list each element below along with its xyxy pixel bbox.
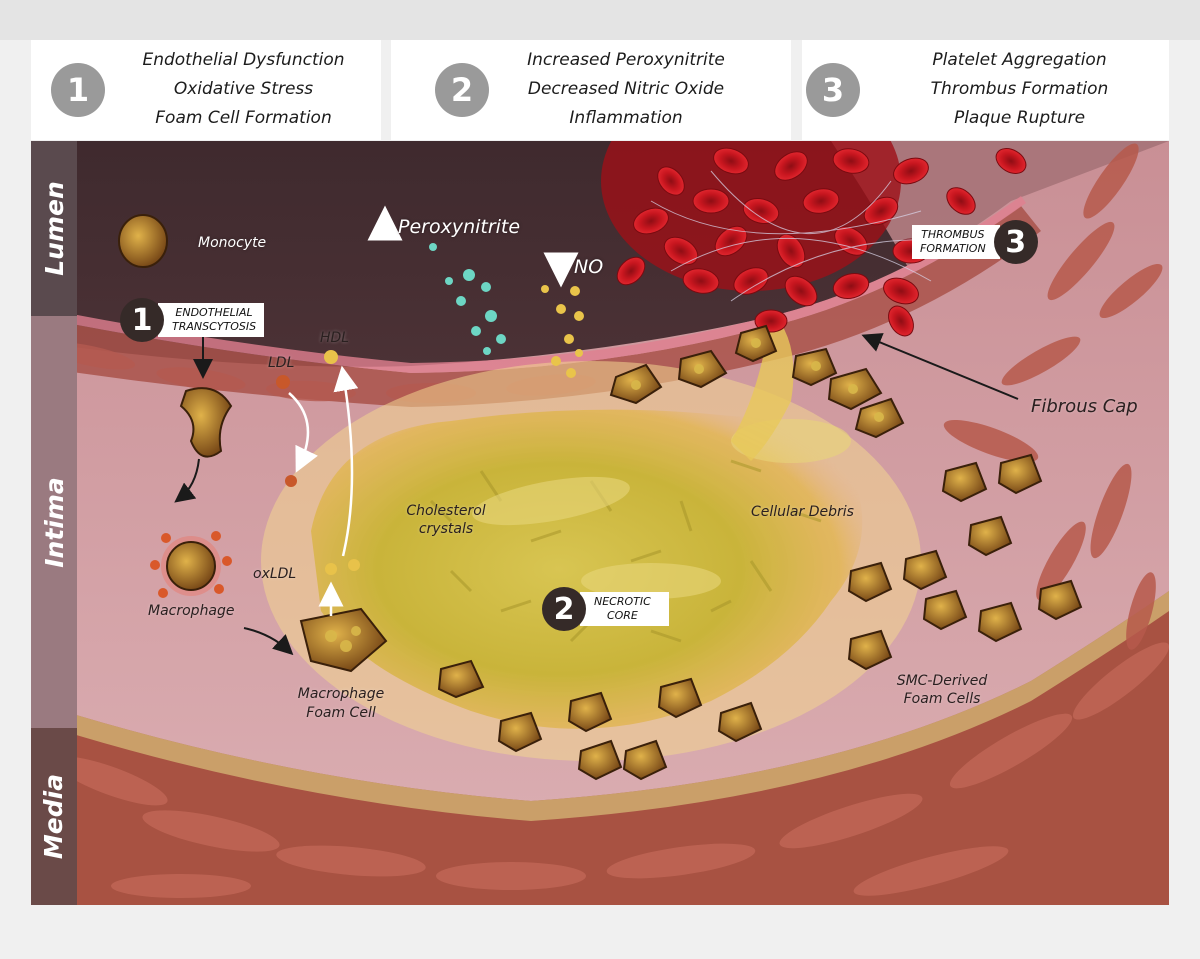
necrotic-core-callout-text: NECROTIC CORE bbox=[580, 592, 669, 626]
top-bar bbox=[0, 0, 1200, 40]
transcytosis-callout: 1 ENDOTHELIAL TRANSCYTOSIS bbox=[120, 298, 265, 342]
macrophage-foam-cell-label-line-1: Macrophage bbox=[297, 686, 385, 702]
step-3-line-3: Plaque Rupture bbox=[953, 108, 1086, 128]
fibrous-cap-arrow bbox=[861, 333, 1019, 400]
step-1-line-3: Foam Cell Formation bbox=[155, 108, 332, 128]
arrow-to-foam-cell bbox=[243, 627, 294, 656]
step-3-line-1: Platelet Aggregation bbox=[932, 50, 1107, 70]
macrophage-foam-cell-label: Macrophage Foam Cell bbox=[298, 685, 385, 723]
step-2-line-3: Inflammation bbox=[569, 108, 683, 128]
transcytosing-monocyte bbox=[179, 387, 233, 458]
ldl-particle bbox=[276, 375, 290, 389]
ldl-label: LDL bbox=[268, 355, 295, 371]
necrotic-core-callout-line-1: NECROTIC bbox=[594, 595, 651, 608]
region-label-intima: Intima bbox=[39, 476, 69, 568]
transcytosis-callout-text: ENDOTHELIAL TRANSCYTOSIS bbox=[158, 303, 265, 337]
no-particles bbox=[541, 285, 584, 378]
arrow-to-macrophage bbox=[174, 458, 200, 503]
step-2-line-1: Increased Peroxynitrite bbox=[527, 50, 725, 70]
cellular-debris-label: Cellular Debris bbox=[751, 504, 854, 520]
monocyte-label: Monocyte bbox=[198, 235, 267, 251]
ldl-arrow bbox=[288, 392, 318, 473]
smc-foam-cells-label: SMC-Derived Foam Cells bbox=[897, 672, 988, 708]
step-1-panel: 1 Endothelial Dysfunction Oxidative Stre… bbox=[31, 40, 381, 140]
thrombus-callout: THROMBUS FORMATION 3 bbox=[912, 220, 1038, 264]
macrophage-cell bbox=[166, 541, 216, 591]
step-2-line-2: Decreased Nitric Oxide bbox=[527, 79, 725, 99]
region-sidebar: Lumen Intima Media bbox=[31, 141, 77, 905]
no-label: NO bbox=[574, 256, 604, 278]
peroxynitrite-label: Peroxynitrite bbox=[398, 216, 521, 238]
region-label-media: Media bbox=[39, 773, 69, 860]
cholesterol-crystals-label: Cholesterol crystals bbox=[406, 502, 485, 538]
smc-foam-cells-label-line-1: SMC-Derived bbox=[896, 673, 988, 689]
thrombus-callout-text: THROMBUS FORMATION bbox=[912, 225, 1000, 259]
step-2-panel: 2 Increased Peroxynitrite Decreased Nitr… bbox=[391, 40, 791, 140]
step-3-panel: 3 Platelet Aggregation Thrombus Formatio… bbox=[802, 40, 1169, 140]
macrophage-foam-cell-label-line-2: Foam Cell bbox=[306, 705, 376, 721]
step-2-badge: 2 bbox=[435, 63, 489, 117]
oxldl-label: oxLDL bbox=[253, 566, 297, 582]
necrotic-core-callout-line-2: CORE bbox=[606, 609, 638, 622]
cholesterol-crystals-label-line-1: Cholesterol bbox=[406, 503, 486, 519]
sidebar-lumen: Lumen bbox=[31, 141, 77, 316]
transcytosis-callout-line-2: TRANSCYTOSIS bbox=[172, 320, 257, 333]
cholesterol-crystals-label-line-2: crystals bbox=[418, 521, 474, 537]
step-1-line-1: Endothelial Dysfunction bbox=[142, 50, 345, 70]
region-label-lumen: Lumen bbox=[39, 181, 69, 276]
necrotic-core-callout-badge: 2 bbox=[542, 587, 586, 631]
fibrous-cap-label: Fibrous Cap bbox=[1031, 396, 1138, 417]
monocyte-cell bbox=[118, 214, 168, 268]
sidebar-media: Media bbox=[31, 728, 77, 905]
step-3-badge: 3 bbox=[806, 63, 860, 117]
artery-illustration bbox=[31, 141, 1169, 905]
smc-foam-cells-label-line-2: Foam Cells bbox=[903, 691, 981, 707]
hdl-arrow bbox=[333, 365, 359, 557]
transcytosis-callout-line-1: ENDOTHELIAL bbox=[175, 306, 253, 319]
peroxynitrite-particles bbox=[429, 243, 506, 355]
thrombus-callout-line-2: FORMATION bbox=[920, 242, 986, 255]
hdl-particle bbox=[324, 350, 338, 364]
transcytosis-callout-badge: 1 bbox=[120, 298, 164, 342]
thrombus-cluster bbox=[601, 141, 1027, 337]
ldl-particle-inner bbox=[285, 475, 297, 487]
thrombus-callout-line-1: THROMBUS bbox=[921, 228, 985, 241]
step-3-line-2: Thrombus Formation bbox=[930, 79, 1109, 99]
necrotic-core-callout: 2 NECROTIC CORE bbox=[542, 587, 669, 631]
step-1-line-2: Oxidative Stress bbox=[173, 79, 314, 99]
hdl-label: HDL bbox=[320, 330, 350, 346]
thrombus-callout-badge: 3 bbox=[993, 220, 1038, 264]
macrophage-label: Macrophage bbox=[148, 603, 235, 619]
sidebar-intima: Intima bbox=[31, 316, 77, 728]
step-1-badge: 1 bbox=[51, 63, 105, 117]
